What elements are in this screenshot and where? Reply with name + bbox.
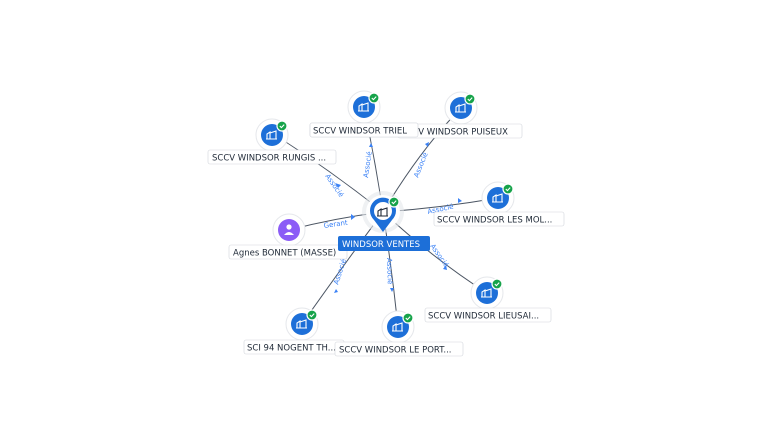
building-icon	[455, 103, 466, 113]
edge-labels: Associé Associé Associé Associé Gerant A…	[323, 151, 454, 286]
building-icon	[481, 288, 492, 298]
edge-label-puiseux: Associé	[412, 151, 429, 179]
center-label: WINDSOR VENTES	[342, 240, 420, 250]
node-label-top: SCCV WINDSOR TRIEL	[313, 127, 407, 137]
building-icon	[358, 102, 369, 112]
building-icon	[492, 193, 503, 203]
node-label: SCCV WINDSOR PUISEUX	[401, 128, 508, 138]
verified-check-icon	[464, 93, 476, 105]
arrow-puiseux	[425, 142, 429, 147]
node-center[interactable]: WINDSOR VENTES	[338, 191, 430, 251]
verified-check-icon	[402, 312, 414, 324]
node-moliere[interactable]: SCCV WINDSOR LES MOL...	[433, 181, 565, 227]
node-leport[interactable]: SCCV WINDSOR LE PORT...	[334, 310, 464, 357]
node-triel-label-top: SCCV WINDSOR TRIEL	[309, 122, 419, 138]
building-icon	[296, 319, 307, 329]
edge-label-rungis: Associé	[323, 173, 345, 199]
verified-check-icon	[491, 278, 503, 290]
arrow-triel	[369, 143, 373, 147]
arrow-agnes	[351, 214, 355, 220]
verified-check-icon	[368, 92, 380, 104]
edge-label-lieusaint: Associé	[428, 243, 450, 269]
edge-label-leport: Associé	[385, 258, 394, 285]
building-icon	[377, 207, 388, 217]
node-rungis[interactable]: SCCV WINDSOR RUNGIS ...	[207, 118, 337, 165]
node-nogent[interactable]: SCI 94 NOGENT TH...	[243, 307, 345, 355]
node-label: SCCV WINDSOR LIEUSAI...	[428, 312, 539, 322]
arrow-lieusaint	[443, 265, 447, 270]
verified-check-icon	[388, 196, 400, 208]
edge-label-agnes: Gerant	[323, 219, 348, 230]
node-puiseux[interactable]: SCCV WINDSOR PUISEUX	[397, 91, 523, 139]
node-label: Agnes BONNET (MASSE)	[233, 249, 336, 259]
building-icon	[392, 322, 403, 332]
node-label: SCCV WINDSOR LE PORT...	[339, 346, 452, 356]
node-agnes[interactable]: Agnes BONNET (MASSE)	[228, 213, 348, 260]
node-label: SCCV WINDSOR LES MOL...	[437, 216, 552, 226]
building-icon	[266, 130, 277, 140]
arrow-moliere	[458, 198, 462, 203]
verified-check-icon	[276, 120, 288, 132]
verified-check-icon	[502, 183, 514, 195]
edge-label-nogent: Associé	[332, 258, 348, 286]
verified-check-icon	[306, 309, 318, 321]
arrow-nogent	[334, 289, 338, 293]
arrow-rungis	[335, 183, 341, 188]
node-lieusaint[interactable]: SCCV WINDSOR LIEUSAI...	[424, 276, 552, 323]
node-label: SCCV WINDSOR RUNGIS ...	[212, 154, 326, 164]
edge-label-triel: Associé	[362, 151, 374, 178]
person-icon	[284, 224, 294, 235]
arrow-leport	[390, 288, 394, 292]
edge-arrows	[334, 142, 462, 293]
node-label: SCI 94 NOGENT TH...	[247, 344, 336, 354]
